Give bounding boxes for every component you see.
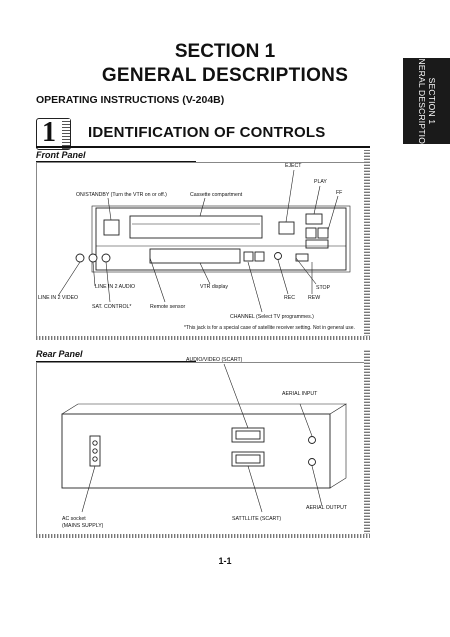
label-mains-supply: (MAINS SUPPLY) <box>62 523 104 529</box>
label-audio-video-scart: AUDIO/VIDEO (SCART) <box>186 357 243 363</box>
operating-instructions-title: OPERATING INSTRUCTIONS (V-204B) <box>36 94 225 106</box>
page-title: GENERAL DESCRIPTIONS <box>101 65 349 86</box>
page-number: 1-1 <box>218 556 232 566</box>
label-rec: REC <box>284 295 295 301</box>
rear-panel-side-shade <box>364 350 370 538</box>
front-vcr-drawing <box>75 205 351 273</box>
label-channel: CHANNEL (Select TV programmes.) <box>230 314 314 320</box>
label-aerial-output: AERIAL OUTPUT <box>306 505 348 511</box>
label-play: PLAY <box>314 179 327 185</box>
label-remote-sensor: Remote sensor <box>150 304 186 310</box>
front-panel-label-rule <box>36 161 196 162</box>
label-eject: EJECT <box>285 163 302 169</box>
front-panel-side-shade <box>364 150 370 340</box>
identification-title: IDENTIFICATION OF CONTROLS <box>88 124 326 141</box>
label-aerial-input: AERIAL INPUT <box>282 391 318 397</box>
rear-panel-label: Rear Panel <box>36 349 83 359</box>
front-callout-lines <box>57 169 339 313</box>
label-stop: STOP <box>316 285 331 291</box>
section-side-tab: SECTION 1 GENERAL DESCRIPTIONS <box>403 46 450 156</box>
section-heading: SECTION 1 <box>174 41 276 62</box>
rear-vcr-drawing <box>61 403 348 489</box>
label-vtr-display: VTR display <box>200 284 228 290</box>
label-ff: FF <box>336 190 343 196</box>
front-panel-label: Front Panel <box>36 150 86 160</box>
rear-panel-bottom-shade <box>36 534 370 538</box>
front-panel-footnote: *This jack is for a special case of sate… <box>184 325 355 331</box>
label-satellite-scart: SATTLLITE (SCART) <box>232 516 282 522</box>
label-sat-control: SAT. CONTROL* <box>92 304 132 310</box>
label-ac-socket: AC socket <box>62 516 86 522</box>
chapter-number: 1 <box>42 117 56 148</box>
rear-panel-label-rule <box>36 361 196 362</box>
badge-hatch <box>62 119 70 149</box>
rear-panel-frame <box>36 362 370 538</box>
label-line-in-2-audio: LINE IN 2 AUDIO <box>95 284 136 290</box>
chapter-number-badge: 1 <box>36 117 71 150</box>
front-panel-bottom-shade <box>36 336 370 340</box>
label-line-in-2-video: LINE IN 2 VIDEO <box>38 295 79 301</box>
rear-callout-lines <box>81 363 323 513</box>
label-on-standby: ON/STANDBY (Turn the VTR on or off.) <box>76 192 167 198</box>
label-rew: REW <box>308 295 321 301</box>
label-cassette: Cassette compartment <box>190 192 243 198</box>
title-rule <box>36 146 370 148</box>
